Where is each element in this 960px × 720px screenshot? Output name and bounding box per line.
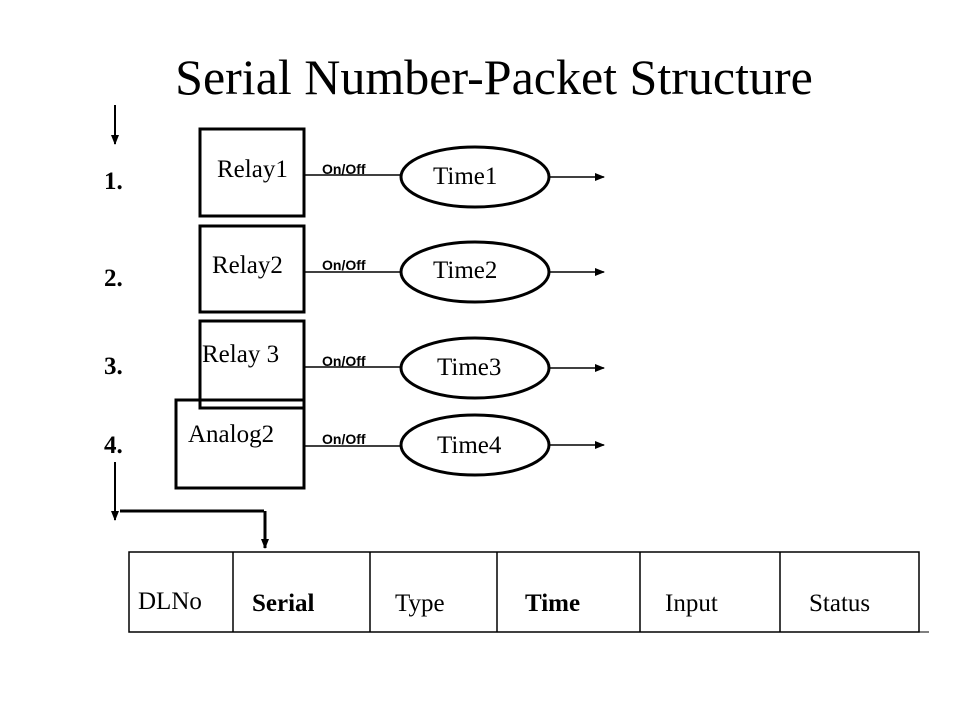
signal-label: On/Off <box>322 161 366 177</box>
time4-label: Time4 <box>437 432 502 459</box>
relay2-box <box>198 224 306 314</box>
time2-label: Time2 <box>433 257 498 284</box>
signal-label: On/Off <box>322 431 366 447</box>
relay3-box <box>198 319 306 410</box>
relay1-label: Relay1 <box>217 156 288 183</box>
row-number: 2. <box>104 265 123 292</box>
relay1-box <box>198 127 306 218</box>
row-number: 3. <box>104 353 123 380</box>
time1-label: Time1 <box>433 163 498 190</box>
packet-field-type: Type <box>395 590 445 617</box>
packet-field-status: Status <box>809 590 871 617</box>
signal-label: On/Off <box>322 353 366 369</box>
packet-field-serial: Serial <box>252 590 315 617</box>
relay3-label: Relay 3 <box>202 341 280 368</box>
packet-table <box>128 551 920 633</box>
packet-field-input: Input <box>665 590 718 617</box>
packet-field-dlno: DLNo <box>138 588 202 615</box>
page-title: Serial Number-Packet Structure <box>175 49 813 105</box>
signal-label: On/Off <box>322 257 366 273</box>
time3-label: Time3 <box>437 354 502 381</box>
analog2-label: Analog2 <box>188 421 275 448</box>
packet-field-time: Time <box>525 590 581 617</box>
row-number: 1. <box>104 168 123 195</box>
analog2-box <box>174 398 306 490</box>
row-number: 4. <box>104 432 123 459</box>
relay2-label: Relay2 <box>212 252 283 279</box>
